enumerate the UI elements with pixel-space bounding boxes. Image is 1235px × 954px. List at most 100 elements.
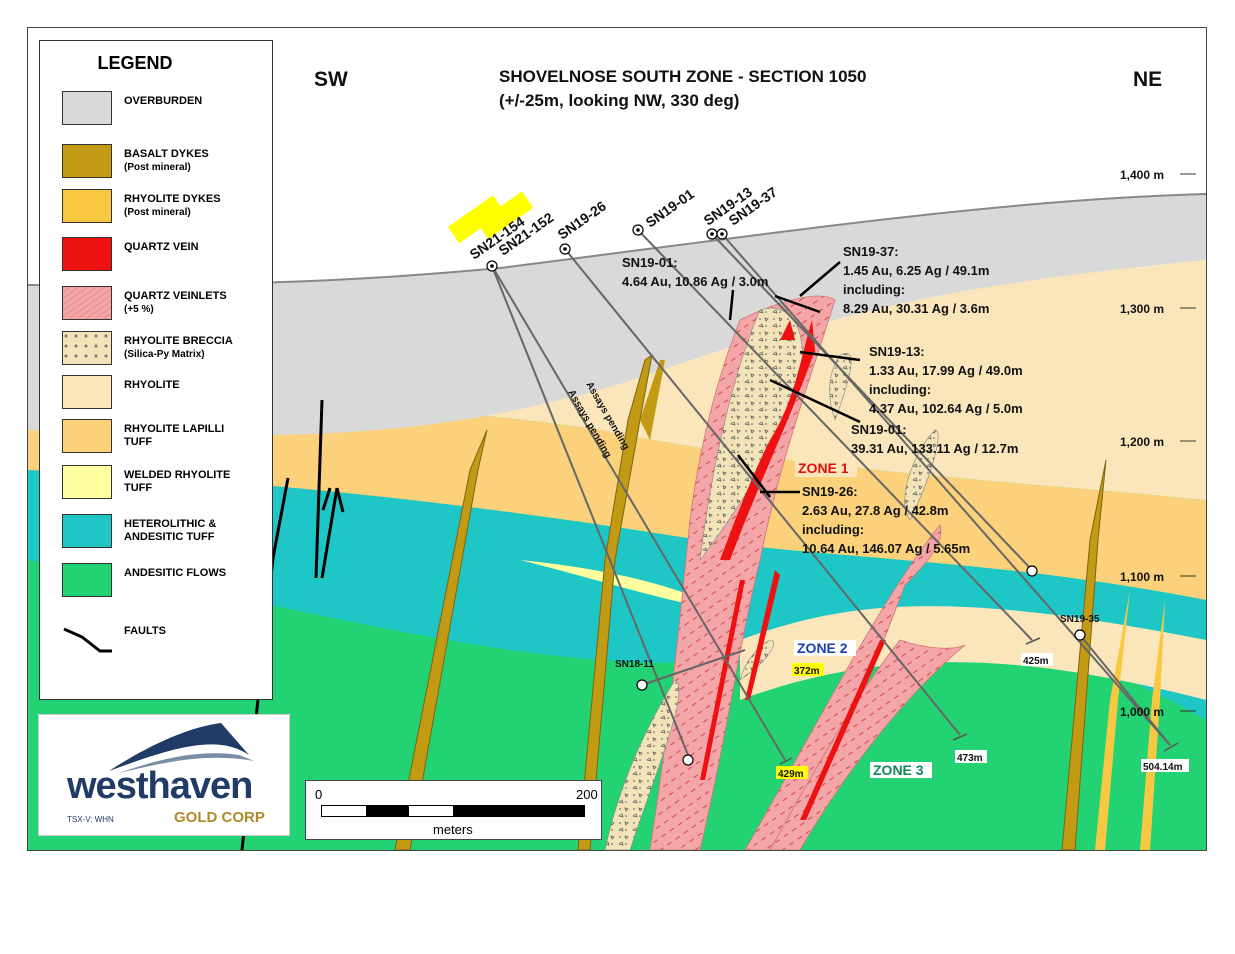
mountain-logo-icon (109, 723, 254, 773)
legend-label-text: FAULTS (124, 625, 166, 637)
section-subtitle: (+/-25m, looking NW, 330 deg) (499, 91, 739, 110)
legend-label: OVERBURDEN (124, 95, 202, 108)
legend-swatch (62, 237, 112, 271)
intercept-leaders (728, 261, 861, 498)
legend-label: RHYOLITE BRECCIA(Silica-Py Matrix) (124, 335, 233, 361)
legend-label: QUARTZ VEIN (124, 241, 199, 254)
breccia-body-4 (604, 679, 680, 850)
legend-label: ANDESITIC FLOWS (124, 567, 226, 580)
intercept-sn19-01b-title: SN19-01: (851, 422, 907, 437)
basalt-dyke-2 (577, 353, 653, 850)
legend-swatch (62, 189, 112, 223)
hole-label-sn19-35: SN19-35 (1060, 614, 1100, 625)
legend-swatch (62, 144, 112, 178)
direction-ne: NE (1133, 68, 1162, 91)
company-logo: westhaven TSX-V: WHN GOLD CORP (38, 714, 290, 836)
legend-swatch (62, 375, 112, 409)
elev-1300: 1,300 m (1120, 302, 1164, 316)
legend-item: RHYOLITE BRECCIA(Silica-Py Matrix) (62, 331, 267, 365)
basalt-dyke-3 (640, 360, 665, 440)
section-title: SHOVELNOSE SOUTH ZONE - SECTION 1050 (499, 67, 866, 86)
hole-label-sn18-11: SN18-11 (615, 659, 654, 670)
depth-425: 425m (1023, 656, 1049, 667)
legend-item: BASALT DYKES(Post mineral) (62, 144, 267, 178)
intercept-sn19-13-title: SN19-13: (869, 344, 925, 359)
legend-sublabel: (Post mineral) (124, 207, 191, 218)
overburden-fill (28, 194, 1206, 436)
legend-label-text-2: TUFF (124, 436, 153, 448)
breccia-body-2 (829, 353, 852, 421)
quartz-vein-3 (700, 580, 745, 780)
zone-2-label: ZONE 2 (797, 640, 848, 656)
legend-item: HETEROLITHIC &ANDESITIC TUFF (62, 514, 267, 548)
scale-bar: 0 200 meters (305, 780, 602, 840)
quartz-vein-2 (780, 320, 795, 340)
quartz-vein-4 (745, 570, 780, 700)
legend-label: QUARTZ VEINLETS (+5 %) (124, 290, 227, 316)
elevation-ticks (1180, 173, 1196, 712)
intercept-sn19-26-line2: including: (802, 522, 864, 537)
logo-wordmark: westhaven (67, 765, 253, 807)
legend-title: LEGEND (97, 53, 173, 73)
intercept-sn19-13-line2: including: (869, 382, 931, 397)
legend-label-text: WELDED RHYOLITE (124, 469, 231, 481)
legend-label-text: OVERBURDEN (124, 95, 203, 107)
scale-bars (321, 805, 585, 817)
intercept-sn19-26-title: SN19-26: (802, 484, 858, 499)
legend-label: FAULTS (124, 625, 166, 638)
intercept-sn19-37-line1: 1.45 Au, 6.25 Ag / 49.1m (843, 263, 989, 278)
direction-sw: SW (314, 68, 348, 91)
fault-2 (320, 487, 345, 579)
logo-subtitle: GOLD CORP (174, 809, 265, 826)
legend-item: OVERBURDEN (62, 91, 267, 125)
drill-traces (491, 229, 1171, 761)
legend-label-text: RHYOLITE LAPILLI (124, 423, 225, 435)
quartz-vein-5 (800, 640, 886, 820)
depth-372: 372m (794, 666, 820, 677)
section-frame (27, 27, 1207, 851)
breccia-body-1 (699, 307, 803, 562)
legend-label-text: HETEROLITHIC & (124, 518, 217, 530)
legend-sublabel: (Post mineral) (124, 162, 191, 173)
legend-item: RHYOLITE (62, 375, 267, 409)
legend-swatch (62, 331, 112, 365)
legend-swatch (62, 621, 112, 655)
intercept-sn19-26-line3: 10.64 Au, 146.07 Ag / 5.65m (802, 541, 970, 556)
legend-label-text-2: TUFF (124, 482, 153, 494)
legend-panel: LEGEND OVERBURDEN BASALT DYKES(Post miner… (39, 40, 273, 700)
intercept-sn19-01b-line1: 39.31 Au, 133.11 Ag / 12.7m (851, 441, 1018, 456)
scale-unit: meters (433, 822, 473, 837)
intercept-sn19-13-line1: 1.33 Au, 17.99 Ag / 49.0m (869, 363, 1023, 378)
legend-label: HETEROLITHIC &ANDESITIC TUFF (124, 518, 216, 544)
legend-item: FAULTS (62, 621, 267, 655)
legend-item: ANDESITIC FLOWS (62, 563, 267, 597)
hole-label-highlights (447, 191, 534, 244)
legend-label-text-2: ANDESITIC TUFF (124, 531, 215, 543)
basalt-dyke-4 (1061, 459, 1107, 850)
quartz-vein-main (720, 320, 815, 560)
legend-sublabel: (Silica-Py Matrix) (124, 349, 205, 360)
intercept-sn19-37-line3: 8.29 Au, 30.31 Ag / 3.6m (843, 301, 989, 316)
intercept-sn19-01-title: SN19-01: (622, 255, 678, 270)
legend-item: RHYOLITE DYKES(Post mineral) (62, 189, 267, 223)
legend-label-text: ANDESITIC FLOWS (124, 567, 227, 579)
intercept-sn19-37-line2: including: (843, 282, 905, 297)
depth-473: 473m (957, 753, 983, 764)
rhyolite-dyke-1 (1095, 590, 1130, 850)
legend-sublabel: (+5 %) (124, 304, 154, 315)
legend-label: RHYOLITE DYKES(Post mineral) (124, 193, 221, 219)
scale-start: 0 (315, 787, 323, 802)
legend-label: RHYOLITE (124, 379, 180, 392)
zone-1-label: ZONE 1 (798, 460, 849, 476)
legend-label-text: QUARTZ VEINLETS (124, 290, 227, 302)
logo-ticker: TSX-V: WHN (67, 815, 114, 824)
legend-label-text: QUARTZ VEIN (124, 241, 199, 253)
legend-swatch (62, 514, 112, 548)
legend-swatch (62, 286, 112, 320)
heterolithic-tuff-band (28, 470, 1206, 720)
intercept-sn19-13-line3: 4.37 Au, 102.64 Ag / 5.0m (869, 401, 1023, 416)
elev-1000: 1,000 m (1120, 705, 1164, 719)
